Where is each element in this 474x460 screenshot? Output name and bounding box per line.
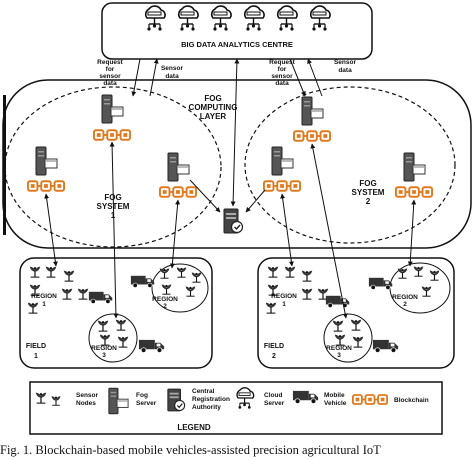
request-label-left-1: Request bbox=[97, 59, 123, 66]
fog-system-2-line2: SYSTEM bbox=[352, 188, 385, 197]
figure-caption: Fig. 1. Blockchain-based mobile vehicles… bbox=[0, 443, 381, 457]
field-2-region-2-label: REGION bbox=[392, 294, 418, 301]
field-1-label-line2: 1 bbox=[34, 353, 38, 360]
fog-layer-title-line2: COMPUTING bbox=[189, 103, 238, 112]
field-1-region-3-num: 3 bbox=[102, 352, 106, 359]
field-1-region-1-num: 1 bbox=[42, 301, 46, 308]
legend-sensor-nodes-2: Nodes bbox=[76, 400, 96, 407]
legend-central-authority-2: Registration bbox=[192, 396, 230, 403]
blockchain-icon bbox=[159, 186, 197, 198]
request-label-right-4: data bbox=[275, 80, 289, 87]
blockchain-icon bbox=[27, 180, 65, 192]
big-data-title: BIG DATA ANALYTICS CENTRE bbox=[181, 40, 293, 49]
legend-mobile-vehicle-2: Vehicle bbox=[324, 400, 347, 407]
legend-blockchain: Blockchain bbox=[394, 397, 429, 404]
legend-sensor-nodes-1: Sensor bbox=[76, 392, 99, 399]
legend-fog-server-1: Fog bbox=[136, 392, 148, 399]
field-1-region-2-label: REGION bbox=[152, 296, 178, 303]
request-label-right-3: sensor bbox=[271, 73, 293, 80]
field-1-label-line1: FIELD bbox=[26, 343, 46, 350]
sensor-data-label-left-2: data bbox=[165, 73, 179, 80]
request-label-left-4: data bbox=[103, 80, 117, 87]
sensor-data-label-right-1: Sensor bbox=[334, 59, 357, 66]
field-2-region-3-label: REGION bbox=[326, 345, 352, 352]
field-2-region-1-num: 1 bbox=[282, 301, 286, 308]
legend: Sensor Nodes Fog Server Central Registra… bbox=[29, 381, 443, 435]
legend-cloud-server-1: Cloud bbox=[264, 392, 282, 399]
request-label-right-1: Request bbox=[269, 59, 295, 66]
cloud-fog-arrows: Request for sensor data Sensor data Requ… bbox=[97, 58, 357, 213]
fog-layer-title-line3: LAYER bbox=[200, 112, 227, 121]
fog-layer-title-line1: FOG bbox=[204, 94, 221, 103]
field-2-region-3-num: 3 bbox=[337, 352, 341, 359]
legend-central-authority-1: Central bbox=[192, 388, 215, 395]
blockchain-icon bbox=[395, 186, 433, 198]
legend-mobile-vehicle-1: Mobile bbox=[324, 392, 345, 399]
legend-fog-server-2: Server bbox=[136, 400, 157, 407]
blockchain-icon bbox=[352, 394, 388, 405]
blockchain-icon bbox=[93, 129, 131, 141]
fog-system-2-line1: FOG bbox=[359, 179, 376, 188]
architecture-diagram: BIG DATA ANALYTICS CENTRE FOG COMPUTING … bbox=[2, 2, 472, 435]
request-label-right-2: for bbox=[278, 66, 287, 73]
field-2-label-line1: FIELD bbox=[264, 343, 284, 350]
field-2: REGION 1 REGION 2 REGION 3 FIELD 2 bbox=[257, 257, 455, 369]
request-label-left-2: for bbox=[106, 66, 115, 73]
fog-system-2-line3: 2 bbox=[366, 197, 371, 206]
big-data-analytics-centre: BIG DATA ANALYTICS CENTRE bbox=[101, 2, 373, 60]
field-2-region-2: REGION 2 bbox=[368, 262, 451, 314]
legend-title: LEGEND bbox=[177, 423, 211, 432]
sensor-data-label-right-2: data bbox=[338, 67, 352, 74]
field-2-region-1: REGION 1 bbox=[265, 266, 350, 314]
request-label-left-3: sensor bbox=[99, 73, 121, 80]
legend-central-authority-3: Authority bbox=[192, 404, 221, 411]
field-2-region-3: REGION 3 bbox=[323, 313, 399, 363]
field-1-region-1-label: REGION bbox=[31, 293, 57, 300]
blockchain-icon bbox=[263, 180, 301, 192]
field-2-region-2-num: 2 bbox=[403, 301, 407, 308]
sensor-data-label-left-1: Sensor bbox=[161, 65, 184, 72]
field-1-region-1: REGION 1 bbox=[27, 266, 113, 314]
fog-system-2: FOG SYSTEM 2 bbox=[244, 86, 456, 244]
field-1-region-3-label: REGION bbox=[91, 345, 117, 352]
field-1-region-2-num: 2 bbox=[163, 303, 167, 310]
fog-field-arrows bbox=[44, 141, 417, 319]
legend-cloud-server-2: Server bbox=[264, 400, 285, 407]
field-2-label-line2: 2 bbox=[272, 353, 276, 360]
blockchain-icon bbox=[293, 130, 331, 142]
field-2-region-1-label: REGION bbox=[271, 293, 297, 300]
